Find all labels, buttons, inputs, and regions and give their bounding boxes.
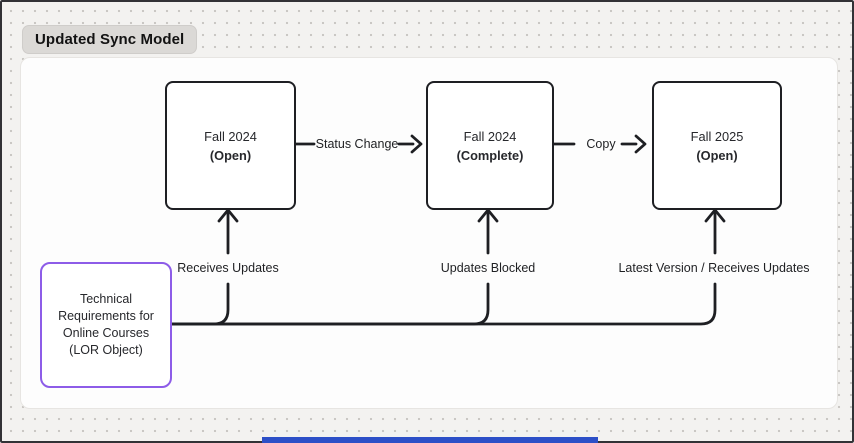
node-fall-2025-open[interactable]: Fall 2025 (Open) xyxy=(652,81,782,210)
node-term-label: Fall 2024 xyxy=(463,128,517,144)
copy-label[interactable]: Copy xyxy=(586,137,616,151)
node-state-label: (Open) xyxy=(209,147,252,163)
status-change-label[interactable]: Status Change xyxy=(315,137,399,151)
receives-updates-label[interactable]: Receives Updates xyxy=(177,261,279,275)
node-fall-2024-complete[interactable]: Fall 2024 (Complete) xyxy=(426,81,554,210)
bottom-accent-bar xyxy=(262,437,598,443)
board-title[interactable]: Updated Sync Model xyxy=(22,25,198,54)
board-title-label: Updated Sync Model xyxy=(35,31,185,48)
node-fall-2024-open[interactable]: Fall 2024 (Open) xyxy=(165,81,296,210)
node-term-label: Fall 2024 xyxy=(204,128,257,144)
node-lor-object[interactable]: Technical Requirements for Online Course… xyxy=(40,262,172,388)
lor-object-label: Technical Requirements for Online Course… xyxy=(58,292,154,357)
node-state-label: (Complete) xyxy=(456,147,524,163)
node-state-label: (Open) xyxy=(696,147,738,163)
updates-blocked-label[interactable]: Updates Blocked xyxy=(440,261,536,275)
node-term-label: Fall 2025 xyxy=(690,128,744,144)
latest-version-label[interactable]: Latest Version / Receives Updates xyxy=(618,261,810,275)
